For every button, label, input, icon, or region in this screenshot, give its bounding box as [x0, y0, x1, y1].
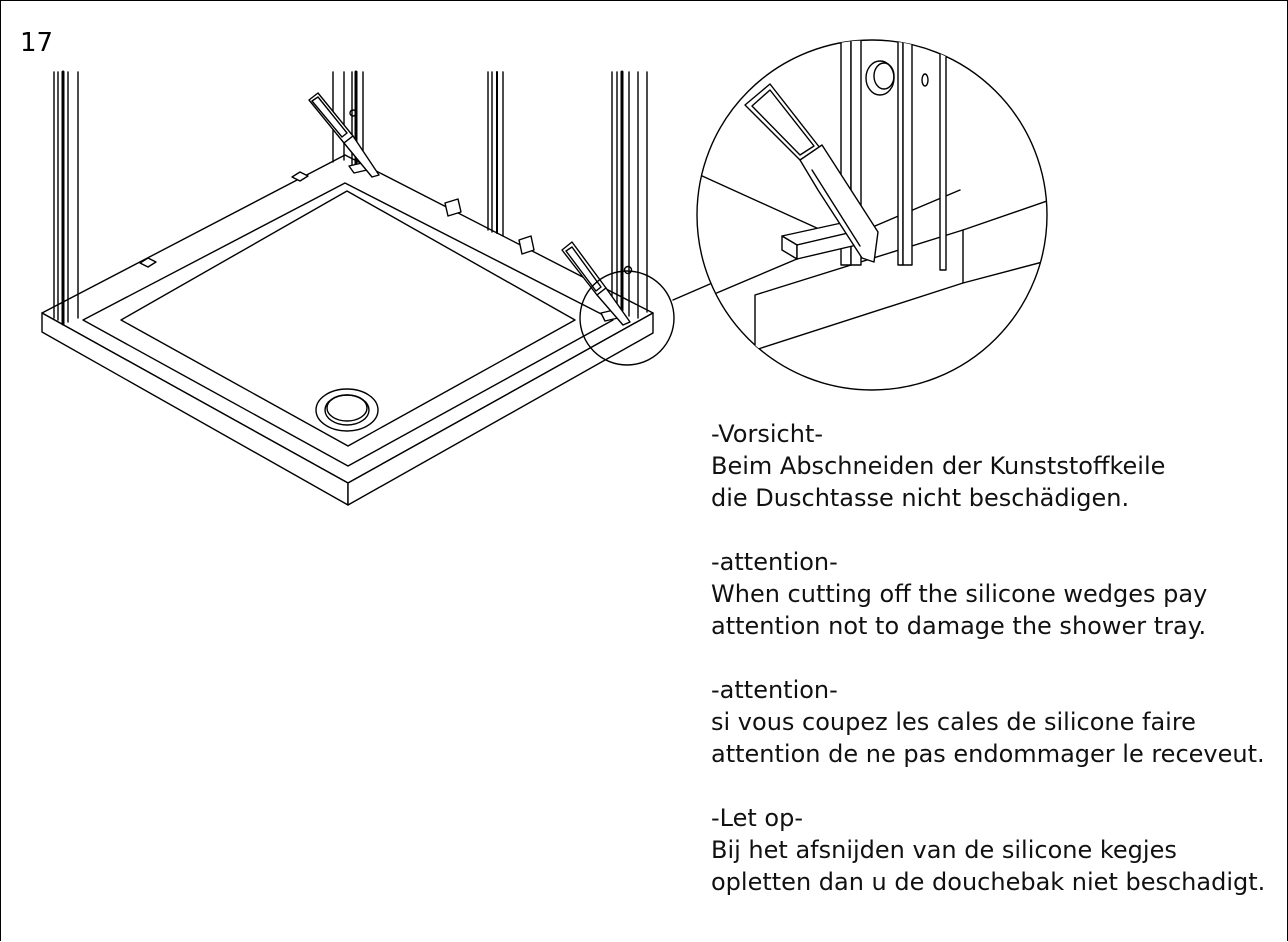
note-heading: -attention- — [711, 676, 838, 704]
note-line: si vous coupez les cales de silicone fai… — [711, 708, 1196, 736]
note-dutch: -Let op- Bij het afsnijden van de silico… — [711, 802, 1281, 898]
step-number: 17 — [20, 28, 54, 58]
drain-icon — [315, 388, 379, 432]
note-heading: -attention- — [711, 548, 838, 576]
note-english: -attention- When cutting off the silicon… — [711, 546, 1281, 642]
note-line: attention not to damage the shower tray. — [711, 612, 1207, 640]
magnified-detail — [696, 39, 1048, 391]
detail-marker — [579, 270, 711, 366]
shower-tray — [41, 154, 654, 506]
knife-back-icon — [308, 92, 380, 178]
note-heading: -Vorsicht- — [711, 420, 824, 448]
note-line: attention de ne pas endommager le receve… — [711, 740, 1265, 768]
note-line: When cutting off the silicone wedges pay — [711, 580, 1208, 608]
note-german: -Vorsicht- Beim Abschneiden der Kunststo… — [711, 418, 1281, 514]
right-profile — [611, 70, 648, 319]
note-french: -attention- si vous coupez les cales de … — [711, 674, 1281, 770]
note-heading: -Let op- — [711, 804, 803, 832]
middle-profile — [487, 71, 504, 237]
note-line: die Duschtasse nicht beschädigen. — [711, 484, 1130, 512]
note-line: opletten dan u de douchebak niet beschad… — [711, 868, 1266, 896]
left-profile — [53, 70, 79, 326]
caution-notes: -Vorsicht- Beim Abschneiden der Kunststo… — [711, 418, 1281, 930]
note-line: Beim Abschneiden der Kunststoffkeile — [711, 452, 1166, 480]
note-line: Bij het afsnijden van de silicone kegjes — [711, 836, 1177, 864]
knife-front-icon — [561, 241, 631, 326]
